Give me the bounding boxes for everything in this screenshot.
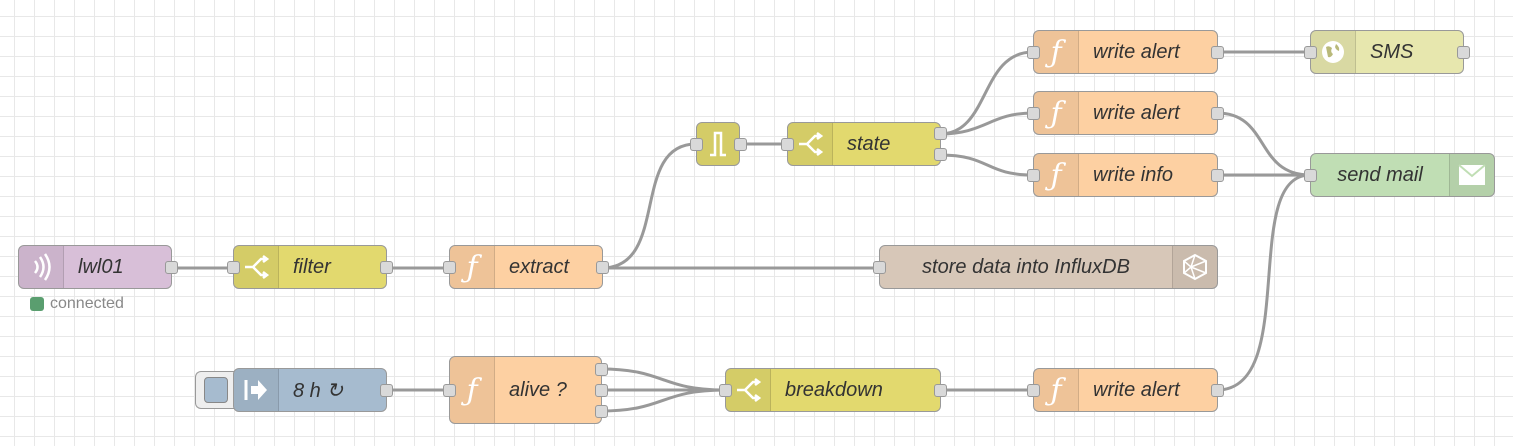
radio-waves-icon [19, 246, 64, 288]
input-port[interactable] [719, 384, 732, 397]
email-node-send-mail[interactable]: send mail [1310, 153, 1495, 197]
switch-icon [234, 246, 279, 288]
output-port[interactable] [934, 384, 947, 397]
switch-icon [726, 369, 771, 411]
output-port[interactable] [1211, 169, 1224, 182]
switch-node-filter[interactable]: filter [233, 245, 387, 289]
input-port[interactable] [1304, 169, 1317, 182]
output-port[interactable] [595, 363, 608, 376]
output-port[interactable] [1457, 46, 1470, 59]
output-port[interactable] [934, 127, 947, 140]
node-label: write alert [1093, 378, 1180, 401]
function-node-extract[interactable]: ƒ extract [449, 245, 603, 289]
output-port[interactable] [595, 405, 608, 418]
input-port[interactable] [781, 138, 794, 151]
inject-button-face [203, 377, 228, 403]
wire [938, 153, 1035, 177]
input-port[interactable] [1027, 384, 1040, 397]
envelope-icon [1449, 154, 1494, 196]
input-port[interactable] [443, 384, 456, 397]
output-port[interactable] [734, 138, 747, 151]
globe-icon [1311, 31, 1356, 73]
status-dot-icon [30, 297, 44, 311]
function-icon: ƒ [1034, 369, 1079, 411]
function-icon: ƒ [450, 357, 495, 423]
node-label: filter [293, 255, 331, 278]
wire [600, 142, 698, 270]
output-port[interactable] [934, 148, 947, 161]
influxdb-icon [1172, 246, 1217, 288]
wire [1215, 173, 1312, 392]
function-icon: ƒ [1034, 31, 1079, 73]
rbe-node[interactable] [696, 122, 740, 166]
function-icon: ƒ [450, 246, 495, 288]
inject-node[interactable]: 8 h ↻ [233, 368, 387, 412]
wire [938, 50, 1035, 136]
rbe-icon [697, 123, 739, 165]
node-label: extract [509, 255, 570, 278]
output-port[interactable] [1211, 107, 1224, 120]
switch-node-state[interactable]: state [787, 122, 941, 166]
node-label: 8 h ↻ [293, 379, 344, 402]
node-label: SMS [1370, 40, 1414, 63]
wire [1215, 111, 1312, 177]
node-label: alive ? [509, 378, 567, 401]
wire [938, 111, 1035, 136]
function-node-write-info[interactable]: ƒ write info [1033, 153, 1218, 197]
function-node-alive[interactable]: ƒ alive ? [449, 356, 602, 424]
node-label: write info [1093, 163, 1174, 186]
input-port[interactable] [227, 261, 240, 274]
output-port[interactable] [380, 384, 393, 397]
output-port[interactable] [595, 384, 608, 397]
node-label: write alert [1093, 101, 1180, 124]
wire [599, 367, 727, 392]
function-node-write-alert[interactable]: ƒ write alert [1033, 368, 1218, 412]
node-label: lwl01 [78, 255, 124, 278]
node-label: store data into InfluxDB [922, 255, 1130, 278]
input-port[interactable] [873, 261, 886, 274]
inject-trigger-button[interactable] [195, 371, 235, 409]
switch-icon [788, 123, 833, 165]
wire [599, 388, 727, 413]
status-text: connected [50, 295, 124, 312]
status-connected: connected [30, 295, 124, 313]
node-label: breakdown [785, 378, 883, 401]
function-node-write-alert[interactable]: ƒ write alert [1033, 30, 1218, 74]
input-port[interactable] [1027, 107, 1040, 120]
output-port[interactable] [1211, 46, 1224, 59]
switch-node-breakdown[interactable]: breakdown [725, 368, 941, 412]
input-port[interactable] [1027, 169, 1040, 182]
inject-arrow-icon [234, 369, 279, 411]
http-request-node-sms[interactable]: SMS [1310, 30, 1464, 74]
input-port[interactable] [1304, 46, 1317, 59]
function-node-write-alert[interactable]: ƒ write alert [1033, 91, 1218, 135]
mqtt-in-node[interactable]: lwl01 [18, 245, 172, 289]
output-port[interactable] [1211, 384, 1224, 397]
influxdb-out-node[interactable]: store data into InfluxDB [879, 245, 1218, 289]
node-label: state [847, 132, 891, 155]
function-icon: ƒ [1034, 154, 1079, 196]
node-label: write alert [1093, 40, 1180, 63]
output-port[interactable] [380, 261, 393, 274]
input-port[interactable] [443, 261, 456, 274]
input-port[interactable] [1027, 46, 1040, 59]
node-label: send mail [1337, 163, 1423, 186]
function-icon: ƒ [1034, 92, 1079, 134]
input-port[interactable] [690, 138, 703, 151]
output-port[interactable] [165, 261, 178, 274]
output-port[interactable] [596, 261, 609, 274]
